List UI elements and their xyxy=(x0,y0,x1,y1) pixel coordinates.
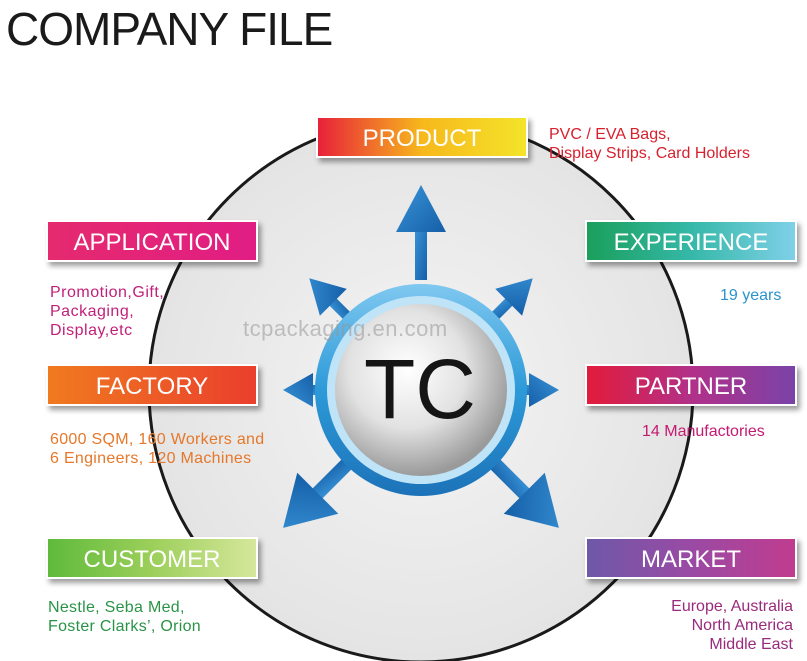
customer-description: Nestle, Seba Med, Foster Clarks’, Orion xyxy=(48,598,201,636)
market-description-line: Europe, Australia xyxy=(671,598,793,615)
arrow-up xyxy=(396,185,446,280)
product-description: PVC / EVA Bags, Display Strips, Card Hol… xyxy=(549,125,750,163)
factory-description-line: 6000 SQM, 160 Workers and xyxy=(50,431,265,448)
partner-description-line: 14 Manufactories xyxy=(642,423,765,440)
experience-description: 19 years xyxy=(720,286,781,305)
customer-description-line: Nestle, Seba Med, xyxy=(48,599,185,616)
customer-tag: CUSTOMER xyxy=(46,537,258,579)
customer-description-line: Foster Clarks’, Orion xyxy=(48,618,201,635)
center-label: TC xyxy=(364,342,476,436)
application-description-line: Promotion,Gift, xyxy=(50,284,165,301)
application-description: Promotion,Gift, Packaging, Display,etc xyxy=(50,283,164,340)
market-tag-label: MARKET xyxy=(640,546,741,573)
market-description: Europe, Australia North America Middle E… xyxy=(671,597,793,654)
product-tag-label: PRODUCT xyxy=(362,125,482,152)
watermark: tcpackaging.en.com xyxy=(243,316,448,341)
product-tag: PRODUCT xyxy=(316,116,528,158)
application-description-line: Packaging, xyxy=(50,303,135,320)
experience-description-line: 19 years xyxy=(720,287,782,304)
market-tag: MARKET xyxy=(585,537,797,579)
customer-tag-label: CUSTOMER xyxy=(83,546,221,573)
factory-description: 6000 SQM, 160 Workers and 6 Engineers, 1… xyxy=(50,430,264,468)
application-tag-label: APPLICATION xyxy=(73,229,231,256)
experience-tag: EXPERIENCE xyxy=(585,220,797,262)
application-description-line: Display,etc xyxy=(50,322,133,339)
factory-tag-label: FACTORY xyxy=(95,373,209,400)
center-ball xyxy=(335,304,507,476)
market-description-line: Middle East xyxy=(709,636,793,653)
product-description-line: Display Strips, Card Holders xyxy=(549,145,750,162)
partner-description: 14 Manufactories xyxy=(642,422,765,441)
product-description-line: PVC / EVA Bags, xyxy=(549,126,671,143)
partner-tag: PARTNER xyxy=(585,364,797,406)
application-tag: APPLICATION xyxy=(46,220,258,262)
experience-tag-label: EXPERIENCE xyxy=(613,229,769,256)
factory-tag: FACTORY xyxy=(46,364,258,406)
market-description-line: North America xyxy=(691,617,793,634)
partner-tag-label: PARTNER xyxy=(634,373,748,400)
factory-description-line: 6 Engineers, 120 Machines xyxy=(50,450,252,467)
page-title: COMPANY FILE xyxy=(6,3,333,55)
